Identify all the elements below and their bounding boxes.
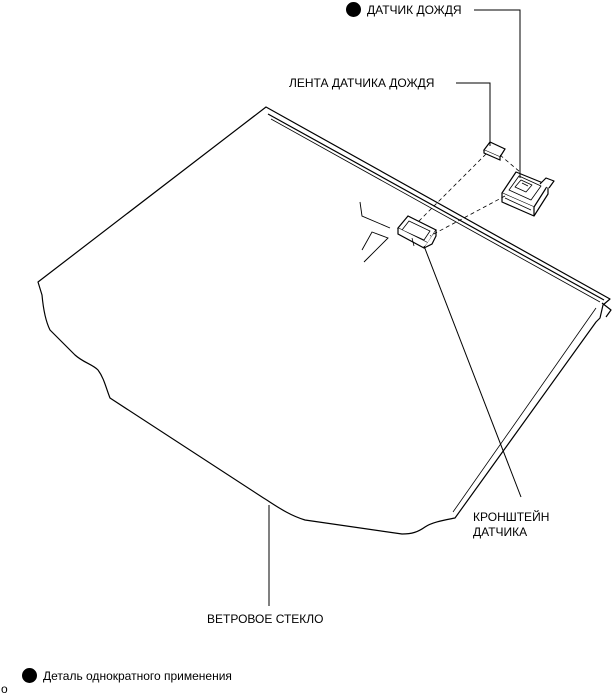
sensor-bracket-label-line2: ДАТЧИКА [473, 525, 528, 539]
single-use-part-icon [346, 2, 361, 17]
windshield-outline [37, 106, 611, 535]
sensor-bracket-icon [397, 215, 437, 249]
glass-marking [359, 201, 391, 263]
windshield-top-trim [267, 113, 605, 301]
leader-rain-sensor-tape [456, 82, 491, 146]
windshield-glass [37, 106, 612, 535]
alignment-lines [417, 153, 521, 237]
leader-lines [268, 9, 522, 606]
rain-sensor-label-text: ДАТЧИК ДОЖДЯ [367, 3, 462, 17]
rain-sensor-tape-icon [483, 141, 506, 161]
rain-sensor-label: ДАТЧИК ДОЖДЯ [346, 2, 462, 18]
rain-sensor-icon [501, 171, 555, 217]
alignment-line-upper [499, 154, 521, 173]
windshield-label: ВЕТРОВОЕ СТЕКЛО [207, 612, 324, 626]
windshield-top-trim-inner [270, 118, 601, 303]
rain-sensor-tape-label: ЛЕНТА ДАТЧИКА ДОЖДЯ [289, 76, 435, 90]
legend-text: Деталь однократного применения [43, 669, 232, 683]
alignment-line-sensor-to-bracket [429, 195, 506, 237]
legend: Деталь однократного применения [22, 668, 232, 684]
sensor-bracket-label: КРОНШТЕЙН ДАТЧИКА [473, 510, 549, 540]
alignment-line-tape-to-bracket [417, 153, 487, 223]
sensor-bracket-label-line1: КРОНШТЕЙН [473, 510, 550, 524]
windshield-corner-detail [601, 302, 612, 318]
single-use-part-legend-icon [22, 668, 37, 683]
windshield-side-trim [452, 307, 597, 513]
corner-mark: o [1, 682, 8, 696]
leader-rain-sensor [474, 9, 521, 178]
leader-sensor-bracket [423, 245, 522, 498]
